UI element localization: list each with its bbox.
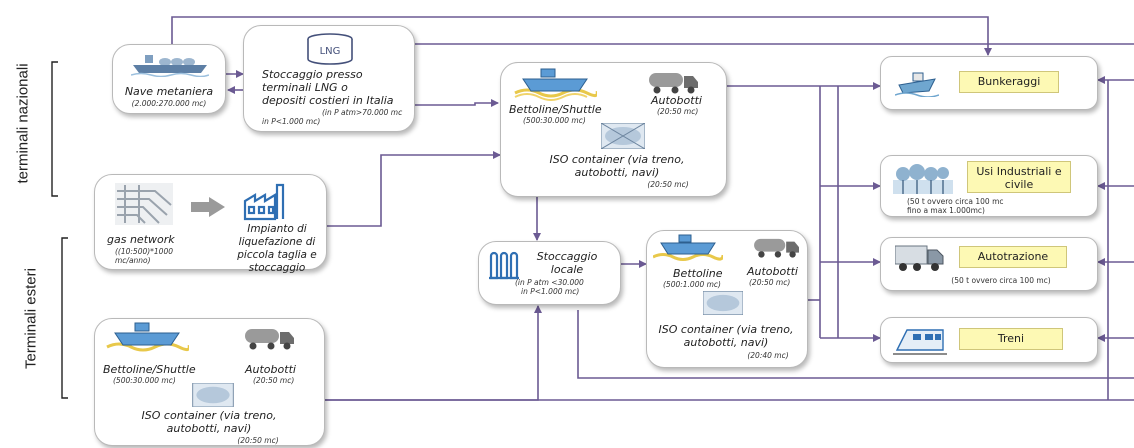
- hub-locale-autobotti: Autobotti: [747, 265, 798, 278]
- hub-locale-autobotti-cap: (20:50 mc): [749, 278, 791, 287]
- gas-network-title: gas network: [107, 233, 175, 246]
- autotrazione-box: Autotrazione (50 t ovvero circa 100 mc): [880, 237, 1098, 291]
- usi-industriali-note2: fino a max 1.000mc): [907, 206, 985, 215]
- storage-tanks-icon: [489, 251, 519, 280]
- usi-industriali-label: Usi Industriali e civile: [967, 161, 1071, 193]
- hub-nazionale-iso: ISO container (via treno, autobotti, nav…: [549, 153, 685, 179]
- gas-network-capacity: ((10:500)*1000 mc/anno): [115, 247, 174, 265]
- hub-estero-bettoline-cap: (500:30.000 mc): [113, 376, 176, 385]
- label-terminali-esteri: Terminali esteri: [22, 268, 40, 369]
- nave-title: Nave metaniera: [124, 85, 214, 98]
- stoccaggio-locale-title: Stoccaggio locale: [536, 250, 598, 276]
- hub-nazionale-autobotti-cap: (20:50 mc): [657, 107, 699, 116]
- line-nave-to-bunker: [171, 16, 992, 56]
- label-terminali-nazionali: terminali nazionali: [14, 63, 32, 184]
- stoccaggio-terminali-box: LNG Stoccaggio presso terminali LNG o de…: [243, 25, 415, 132]
- lng-tanker-ship-icon: [131, 55, 209, 77]
- autotrazione-label: Autotrazione: [959, 246, 1067, 268]
- hub-locale-iso: ISO container (via treno, autobotti, nav…: [658, 323, 794, 349]
- hub-nazionale-iso-cap: (20:50 mc): [647, 180, 689, 189]
- tanker-truck-icon: [754, 238, 799, 258]
- factory-icon: [243, 183, 285, 221]
- hub-nazionale-bettoline-cap: (500:30.000 mc): [523, 116, 586, 125]
- nave-metaniera-box: Nave metaniera (2.000:270.000 mc): [112, 44, 226, 114]
- usi-industriali-box: Usi Industriali e civile (50 t ovvero ci…: [880, 155, 1098, 217]
- hub-locale-bettoline: Bettoline: [673, 267, 723, 280]
- iso-container-icon: [192, 383, 234, 407]
- stoccaggio-terminali-title: Stoccaggio presso terminali LNG o deposi…: [262, 68, 394, 107]
- hub-estero-autobotti: Autobotti: [245, 363, 296, 376]
- hub-nazionale-box: Bettoline/Shuttle (500:30.000 mc) Autobo…: [500, 62, 727, 197]
- bunkeraggi-box: Bunkeraggi: [880, 56, 1098, 110]
- ship-icon: [653, 234, 723, 261]
- arrow-right-icon: [191, 197, 225, 217]
- hub-estero-box: Bettoline/Shuttle (500:30.000 mc) Autobo…: [94, 318, 325, 446]
- tanker-truck-icon: [649, 73, 698, 94]
- hub-estero-bettoline: Bettoline/Shuttle: [103, 363, 196, 376]
- truck-icon: [895, 245, 944, 271]
- stoccaggio-locale-box: Stoccaggio locale (in P atm <30.000 in P…: [478, 241, 621, 305]
- hub-estero-iso: ISO container (via treno, autobotti, nav…: [141, 409, 277, 435]
- pipeline-network-icon: [115, 183, 173, 225]
- bunkeraggi-label: Bunkeraggi: [959, 71, 1059, 93]
- hub-locale-iso-cap: (20:40 mc): [747, 351, 789, 360]
- plant-title: Impianto di liquefazione di piccola tagl…: [237, 223, 317, 274]
- hub-estero-autobotti-cap: (20:50 mc): [253, 376, 295, 385]
- stoccaggio-terminali-note2: in P<1.000 mc): [262, 117, 321, 126]
- nave-capacity: (2.000:270.000 mc): [131, 99, 207, 108]
- hub-nazionale-autobotti: Autobotti: [651, 94, 702, 107]
- hub-estero-iso-cap: (20:50 mc): [237, 436, 279, 445]
- stoccaggio-terminali-note1: (in P atm>70.000 mc: [322, 108, 403, 117]
- treni-label: Treni: [959, 328, 1063, 350]
- autotrazione-note: (50 t ovvero circa 100 mc): [951, 276, 1051, 285]
- bracket-national: [51, 61, 58, 197]
- usi-industriali-note1: (50 t ovvero circa 100 mc: [907, 197, 1004, 206]
- train-icon: [893, 329, 947, 355]
- ship-icon: [514, 68, 597, 101]
- iso-container-icon: [703, 291, 743, 315]
- lng-tank-label: LNG: [319, 46, 341, 57]
- hub-nazionale-bettoline: Bettoline/Shuttle: [509, 103, 602, 116]
- iso-container-icon: [601, 123, 645, 149]
- ship-icon: [106, 322, 189, 352]
- hub-locale-bettoline-cap: (500:1.000 mc): [663, 280, 721, 289]
- industrial-plant-icon: [893, 164, 953, 194]
- bracket-foreign: [61, 237, 68, 399]
- treni-box: Treni: [880, 317, 1098, 363]
- gas-network-box: gas network ((10:500)*1000 mc/anno) Impi…: [94, 174, 327, 274]
- tanker-truck-icon: [245, 329, 294, 350]
- stoccaggio-locale-note2: in P<1.000 mc): [521, 287, 580, 296]
- lng-tank-icon: [307, 33, 353, 65]
- hub-locale-box: Bettoline (500:1.000 mc) Autobotti (20:5…: [646, 230, 808, 368]
- ship-icon: [895, 72, 939, 97]
- stoccaggio-locale-note1: (in P atm <30.000: [515, 278, 584, 287]
